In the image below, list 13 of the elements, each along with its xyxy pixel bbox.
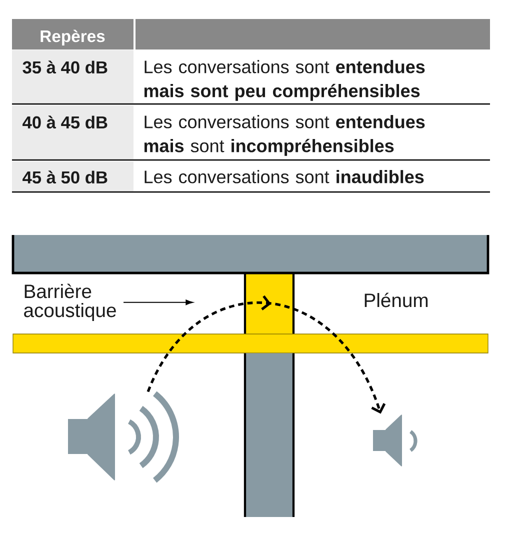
table-cell: 35 à 40 dB xyxy=(12,50,134,104)
header-cell: Repères xyxy=(12,19,134,50)
table-cell: 45 à 50 dB xyxy=(12,162,134,192)
speaker-icon xyxy=(68,391,179,483)
speaker-icon xyxy=(373,414,418,466)
leader-arrow xyxy=(124,300,193,306)
cell-text: Les conversations sont entendues mais sont incompréhensibles xyxy=(144,115,425,156)
table-cell: 40 à 45 dB xyxy=(12,106,134,160)
callout-text: Barrière acoustique xyxy=(24,284,116,322)
area-label: Plénum xyxy=(364,292,428,308)
sound-path-arrow xyxy=(146,295,386,414)
cell-text: Les conversations sont inaudibles xyxy=(144,170,424,184)
cell-text: Les conversations sont entendues mais sont peu compréhensibles xyxy=(144,60,425,101)
